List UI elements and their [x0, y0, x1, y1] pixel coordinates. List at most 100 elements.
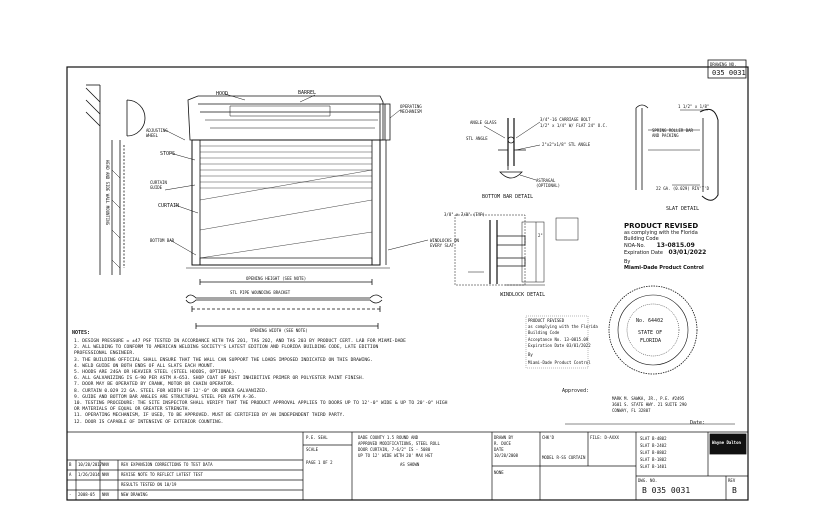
tb-date-label: DATE	[494, 447, 504, 452]
label-bottom-angle: STL ANGLE	[466, 136, 488, 141]
stamp2-expiration: Expiration Date 03/01/2022	[528, 343, 591, 348]
note-item: 4. WELD GUIDE ON BOTH ENDS OF ALL SLATS …	[74, 363, 216, 369]
stamp2-line3: Building Code	[528, 330, 560, 335]
tb-list-1: SLAT B-4802	[640, 436, 667, 441]
title-bottom-bar-detail: BOTTOM BAR DETAIL	[482, 194, 534, 200]
label-opening-height: OPENING HEIGHT (SEE NOTE)	[246, 276, 307, 281]
adjusting-wheel-arc	[126, 99, 146, 137]
approved-line3: CONWAY, FL 32807	[612, 408, 651, 413]
bottom-bar-detail-drawing	[483, 118, 541, 181]
pr-noa: 13-0815.09	[656, 242, 695, 249]
label-carriage-bolt: 3/4"-16 CARRIAGE BOLT	[540, 117, 591, 122]
approved-date: Date:	[690, 420, 706, 426]
drawing-no-box	[707, 59, 747, 79]
approved-label: Approved:	[562, 388, 590, 394]
revision-date: 1/26/2014	[78, 472, 100, 477]
revision-desc: NEW DRAWING	[121, 492, 148, 497]
seal-line2: STATE OF	[638, 330, 663, 336]
label-stl-angle: 2"x2"x1/8" STL ANGLE	[542, 142, 591, 147]
revision-rev: B	[69, 462, 72, 467]
label-curtain-guide: CURTAIN GUIDE	[150, 180, 167, 190]
label-hood: HOOD	[216, 91, 229, 97]
note-item: 6. ALL GALVANIZING IS G-90 PER ASTM A-65…	[74, 376, 365, 382]
label-curtain: CURTAIN	[158, 203, 180, 209]
drawing-no-label: DRAWING NO.	[710, 62, 737, 67]
title-block-grid	[67, 431, 748, 500]
notes-heading: NOTES:	[72, 330, 91, 336]
windlock-detail-drawing	[454, 214, 579, 286]
tb-desc-3: DOOR CURTAIN, 7-6/2" IS - 5080	[358, 447, 431, 452]
pr-by: By	[624, 259, 631, 265]
tb-drawn-label: DRAWN BY	[494, 435, 514, 440]
stamp2-line1: PRODUCT REVISED	[528, 318, 565, 323]
label-angle-glass: ANGLE GLASS	[470, 120, 497, 125]
label-slat-dim-1: 1 1/2" x 1/8"	[678, 104, 710, 109]
revision-by: NNV	[102, 462, 110, 467]
note-item: 1. DESIGN PRESSURE = ±47 PSF TESTED IN A…	[74, 339, 406, 344]
pr-noa-label: NOA-No.	[624, 243, 646, 249]
sheet-border	[66, 66, 749, 501]
tb-dwg-no: B 035 0031	[642, 486, 691, 495]
note-item: 11. OPERATING MECHANISM, IF USED, TO BE …	[74, 413, 346, 419]
drawing-no: 035 0031	[712, 69, 746, 77]
note-item: 2. ALL WELDING TO CONFORM TO AMERICAN WE…	[74, 345, 379, 351]
tb-rev-label: REV	[728, 478, 736, 483]
tb-desc-5: AS SHOWN	[400, 462, 420, 467]
title-slat-detail: SLAT DETAIL	[666, 206, 700, 212]
stamp2-acceptance: Acceptance No. 13-0815.09	[528, 337, 589, 342]
tb-dwg-no-label: DWG. NO.	[638, 478, 658, 483]
revision-desc: REVISE NOTE TO REFLECT LATEST TEST	[121, 472, 203, 477]
tb-checked-label: CHK'D	[542, 435, 555, 440]
label-carriage-bolt-2: 1/2" x 1/4" W/ FLAT 24" O.C.	[540, 123, 608, 128]
stamp2-office: Miami-Dade Product Control	[528, 360, 591, 365]
label-dim-small: 2"	[538, 233, 543, 238]
front-elevation	[186, 95, 391, 269]
tb-page: PAGE 1 OF 2	[306, 460, 333, 465]
tb-desc-2: APPROVED MODIFICATIONS, STEEL ROLL	[358, 441, 440, 446]
approved-line1: MARK M. SAWKA, JR., P.E. #2495	[612, 396, 685, 401]
stamp2-line2: as complying with the Florida	[528, 324, 598, 329]
note-item: 5. HOODS ARE 24GA OR HEAVIER STEEL (STEE…	[74, 370, 238, 375]
title-windlock-detail: WINDLOCK DETAIL	[500, 292, 546, 298]
tb-date: 10/20/2008	[494, 453, 519, 458]
note-item: 8. CURTAIN 0.029 22 GA. STEEL FOR WIDTH …	[74, 388, 268, 394]
revision-desc: RESULTS TESTED ON 10/19	[121, 482, 177, 487]
leader-lines	[164, 93, 429, 256]
tb-rev: B	[732, 486, 737, 495]
revision-rev: -	[69, 492, 72, 497]
revision-by: NNV	[102, 492, 110, 497]
tb-file: FILE: D-AXXX	[590, 435, 619, 440]
tb-desc-1: DADE COUNTY 1.5 ROUND AND	[358, 435, 419, 440]
label-windlock: WINDLOCKS ON EVERY SLAT	[430, 238, 459, 248]
tb-desc-4: UP TO 12' WIDE WITH 20' MAX HGT	[358, 453, 433, 458]
approved-line2: 3601 S. STATE HWY. 21 SUITE 290	[612, 402, 687, 407]
tb-list-2: SLAT B-2402	[640, 443, 667, 448]
stamp2-box	[525, 315, 589, 369]
tb-scale-label: SCALE	[306, 447, 319, 452]
label-slat-dim-2: SPRING ROLLER BAR AND PACKING	[652, 128, 693, 138]
pr-exp-label: Expiration Date	[624, 250, 663, 256]
pr-office: Miami-Dade Product Control	[624, 265, 704, 271]
seal-line1: No. 64402	[636, 318, 664, 324]
label-bottom-bar: BOTTOM BAR	[150, 238, 175, 243]
note-item: OR MATERIALS OF EQUAL OR GREATER STRENGT…	[74, 407, 191, 413]
note-item: 7. DOOR MAY BE OPERATED BY CRANK, MOTOR …	[74, 382, 235, 388]
note-item: PROFESSIONAL ENGINEER.	[74, 351, 135, 357]
pr-line1: as complying with the Florida	[624, 230, 698, 236]
tb-list-5: SLAT B-1401	[640, 464, 667, 469]
tb-pe: P.E. SEAL	[306, 435, 328, 440]
plan-view	[185, 294, 383, 329]
note-item: 12. DOOR IS CAPABLE OF INTENSIVE OF EXTE…	[74, 419, 224, 425]
label-windlock-dim: 3/8" x 7/8" (TYP)	[444, 212, 485, 217]
revision-date: 10/20/2017	[78, 462, 103, 467]
pr-title: PRODUCT REVISED	[624, 222, 699, 230]
tb-scale: NONE	[494, 470, 504, 475]
pe-seal	[608, 285, 698, 375]
side-wall	[85, 84, 121, 275]
revision-date: 2008-05	[78, 492, 95, 497]
tb-list-4: SLAT B-1802	[640, 457, 667, 462]
slat-detail-drawing	[635, 104, 719, 201]
revision-by: NNV	[102, 472, 110, 477]
